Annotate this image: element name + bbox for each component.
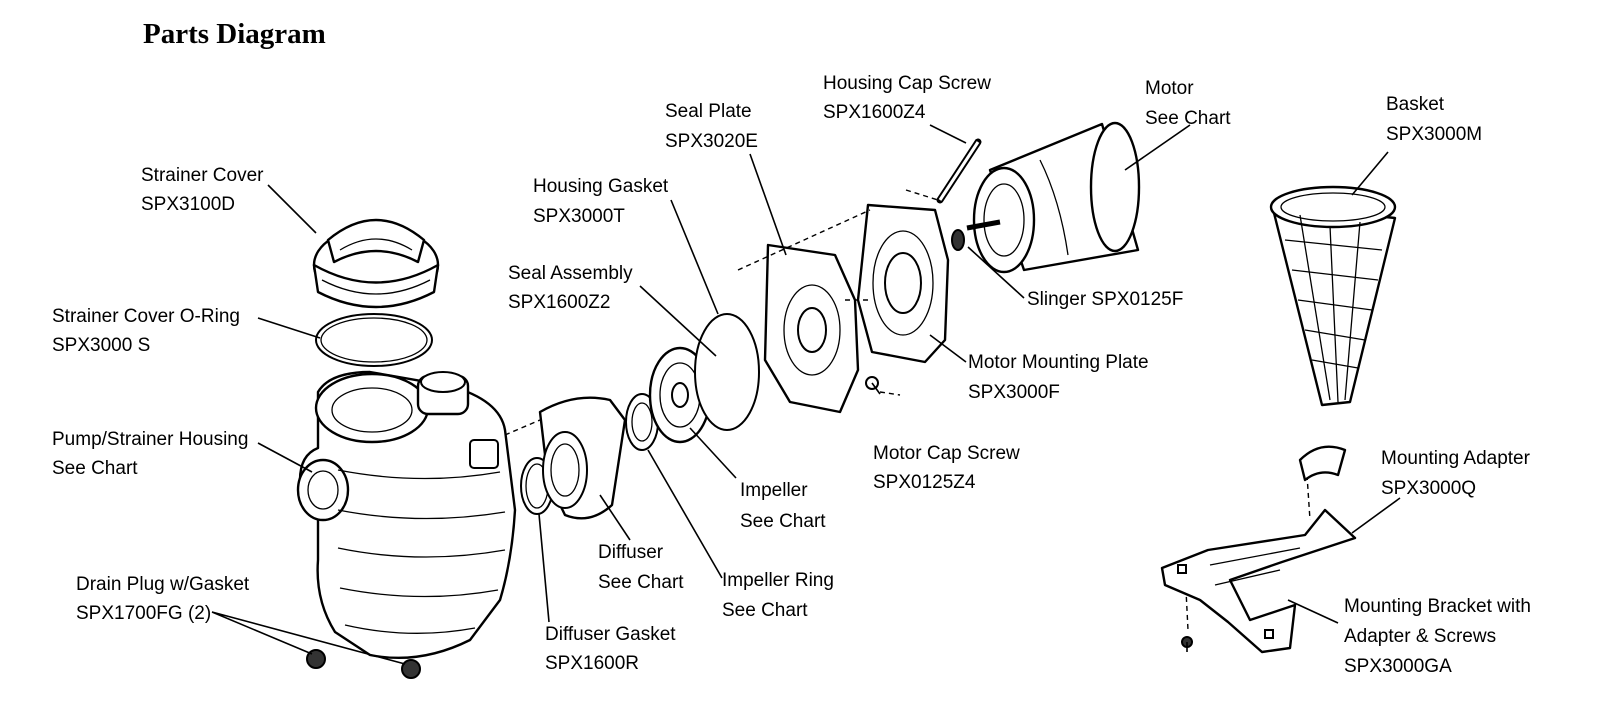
seal-assembly-name: Seal Assembly xyxy=(508,263,633,284)
labels: Strainer Cover SPX3100D Strainer Cover O… xyxy=(52,73,1531,677)
housing-cap-screw-part-no: SPX1600Z4 xyxy=(823,102,926,123)
basket-drawing xyxy=(1269,185,1397,407)
slinger-name: Slinger SPX0125F xyxy=(1027,289,1183,310)
mounting-bracket-drawing xyxy=(1160,508,1357,654)
pump-housing-drawing xyxy=(296,370,517,660)
housing-gasket-drawing xyxy=(694,313,760,431)
impeller-ring-name: Impeller Ring xyxy=(722,570,834,591)
diffuser-name: Diffuser xyxy=(598,542,664,563)
motor-mounting-plate-name: Motor Mounting Plate xyxy=(968,352,1149,373)
strainer-oring-part-no: SPX3000 S xyxy=(52,335,150,356)
diffuser-drawing xyxy=(538,396,627,520)
drain-plug-part-no: SPX1700FG (2) xyxy=(76,603,211,624)
housing-cap-screw-drawing xyxy=(905,138,982,204)
mounting-adapter-part-no: SPX3000Q xyxy=(1381,478,1476,499)
motor-mounting-plate-part-no: SPX3000F xyxy=(968,382,1060,403)
diffuser-part-no: See Chart xyxy=(598,572,684,593)
drain-plug-drawing xyxy=(306,649,421,679)
slinger-drawing xyxy=(951,229,965,251)
mounting-bracket-line2: Adapter & Screws xyxy=(1344,626,1496,647)
seal-assembly-part-no: SPX1600Z2 xyxy=(508,292,610,313)
mounting-bracket-name: Mounting Bracket with xyxy=(1344,596,1531,617)
basket-name: Basket xyxy=(1386,94,1445,115)
mounting-adapter-name: Mounting Adapter xyxy=(1381,448,1531,469)
strainer-cover-drawing xyxy=(312,218,440,309)
motor-part-no: See Chart xyxy=(1145,108,1231,129)
strainer-cover-name: Strainer Cover xyxy=(141,165,264,186)
pump-housing-part-no: See Chart xyxy=(52,458,138,479)
diffuser-gasket-part-no: SPX1600R xyxy=(545,653,639,674)
seal-plate-part-no: SPX3020E xyxy=(665,131,758,152)
diffuser-gasket-name: Diffuser Gasket xyxy=(545,624,676,645)
mounting-bracket-part-no: SPX3000GA xyxy=(1344,656,1452,677)
diagram-title: Parts Diagram xyxy=(143,18,326,50)
mounting-adapter-drawing xyxy=(1298,445,1347,482)
motor-mounting-plate-drawing xyxy=(856,203,950,364)
basket-part-no: SPX3000M xyxy=(1386,124,1482,145)
housing-gasket-part-no: SPX3000T xyxy=(533,206,625,227)
housing-gasket-name: Housing Gasket xyxy=(533,176,669,197)
impeller-ring-part-no: See Chart xyxy=(722,600,808,621)
motor-cap-screw-part-no: SPX0125Z4 xyxy=(873,472,976,493)
impeller-part-no: See Chart xyxy=(740,511,826,532)
drain-plug-name: Drain Plug w/Gasket xyxy=(76,574,250,595)
seal-plate-drawing xyxy=(763,243,860,414)
impeller-name: Impeller xyxy=(740,480,808,501)
pump-housing-name: Pump/Strainer Housing xyxy=(52,429,248,450)
leader-lines xyxy=(211,124,1401,665)
seal-plate-name: Seal Plate xyxy=(665,101,752,122)
motor-name: Motor xyxy=(1145,78,1194,99)
strainer-cover-part-no: SPX3100D xyxy=(141,194,235,215)
motor-cap-screw-name: Motor Cap Screw xyxy=(873,443,1020,464)
housing-cap-screw-name: Housing Cap Screw xyxy=(823,73,991,94)
motor-cap-screw-drawing xyxy=(865,376,881,395)
strainer-oring-drawing xyxy=(315,313,433,367)
motor-drawing xyxy=(966,121,1141,274)
strainer-oring-name: Strainer Cover O-Ring xyxy=(52,306,240,327)
